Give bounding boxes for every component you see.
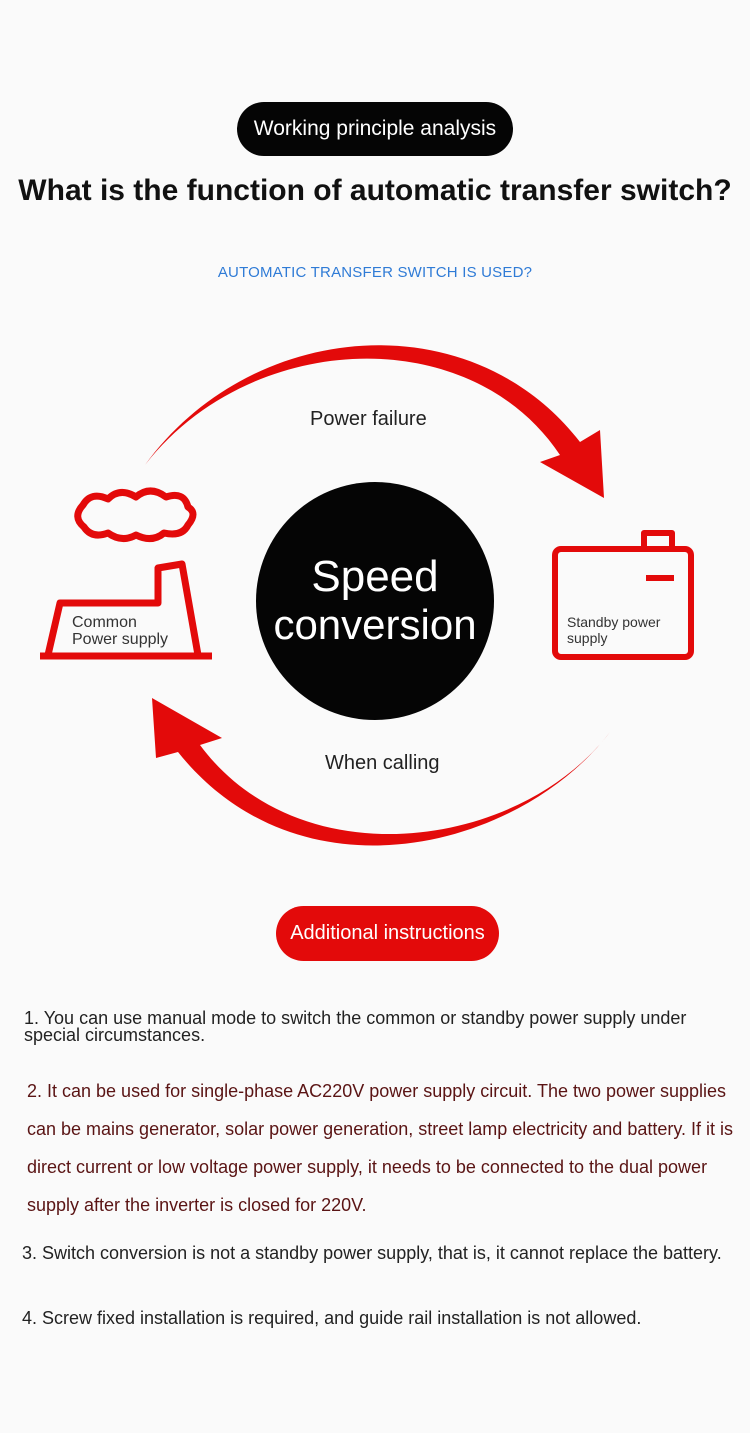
battery-icon (552, 530, 694, 660)
section-pill-working-principle: Working principle analysis (237, 102, 513, 156)
arrow-power-failure (145, 345, 604, 498)
subtitle: AUTOMATIC TRANSFER SWITCH IS USED? (217, 264, 533, 281)
factory-icon (40, 487, 212, 660)
center-label-line2: conversion (273, 601, 477, 648)
instruction-item: 3. Switch conversion is not a standby po… (22, 1243, 722, 1263)
common-power-label: Common Power supply (72, 614, 168, 648)
instruction-item: 2. It can be used for single-phase AC220… (27, 1081, 734, 1215)
pill-label: Working principle analysis (253, 117, 497, 140)
label-power-failure: Power failure (310, 408, 427, 430)
instruction-item: 1. You can use manual mode to switch the… (24, 1008, 687, 1045)
instruction-item: 4. Screw fixed installation is required,… (22, 1308, 642, 1328)
page-title: What is the function of automatic transf… (18, 174, 732, 207)
common-power-label-line2: Power supply (72, 631, 169, 648)
arrow-when-calling (152, 698, 610, 846)
standby-power-label: Standby power supply (567, 614, 660, 646)
center-label-line1: Speed (311, 552, 439, 601)
label-when-calling: When calling (325, 752, 440, 774)
section-pill-additional-instructions: Additional instructions (276, 906, 499, 961)
standby-power-label-line2: supply (567, 630, 608, 646)
center-node: Speed conversion (256, 482, 494, 720)
pill-label: Additional instructions (290, 922, 485, 944)
common-power-label-line1: Common (72, 614, 137, 631)
standby-power-label-line1: Standby power (567, 614, 661, 630)
